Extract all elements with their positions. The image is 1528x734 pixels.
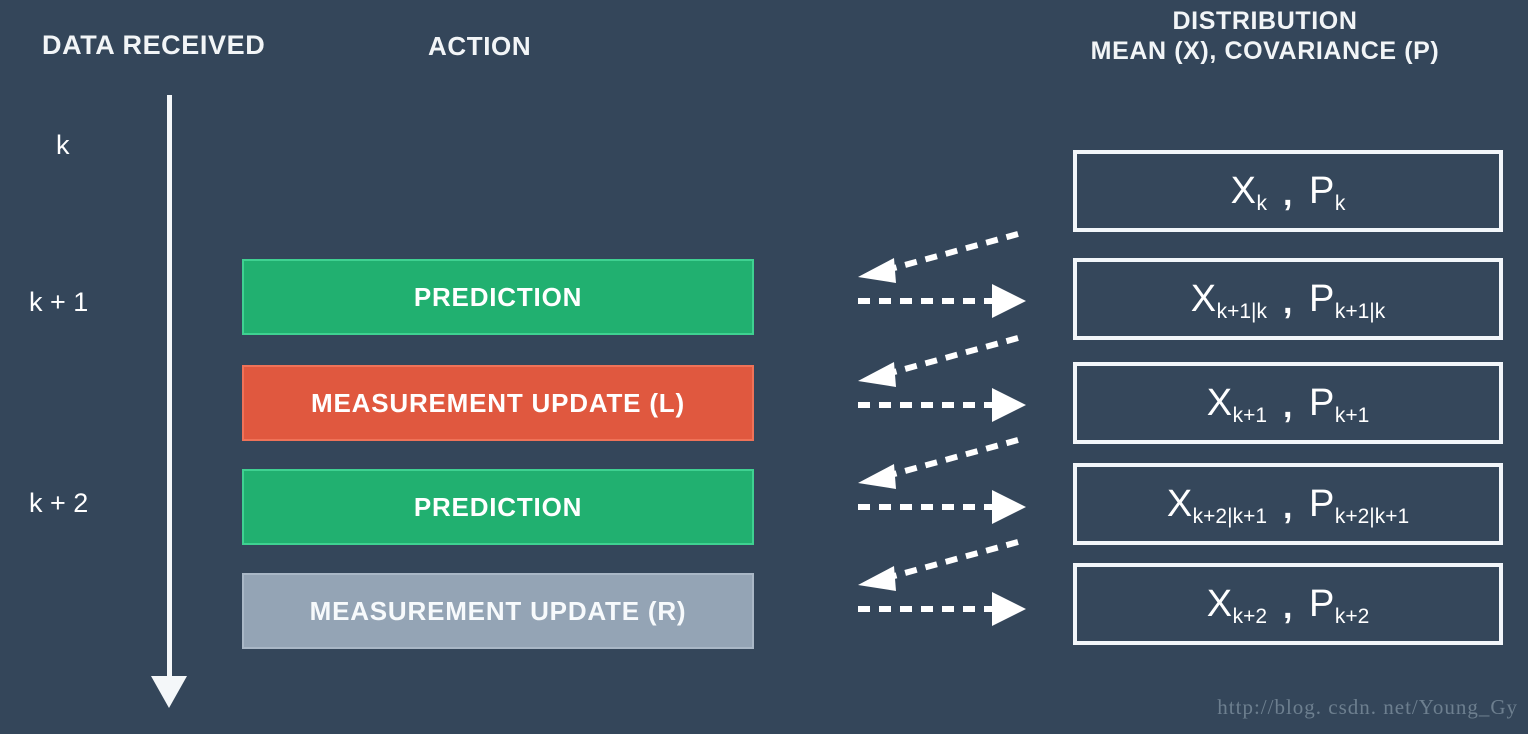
watermark-url: http://blog. csdn. net/Young_Gy bbox=[1217, 695, 1518, 719]
arrow-group-2 bbox=[846, 326, 1036, 426]
distribution-box-k-plus-1: Xk+1 , Pk+1 bbox=[1073, 362, 1503, 444]
dashed-arrows-svg bbox=[858, 231, 1026, 318]
mean-term: Xk bbox=[1230, 169, 1268, 215]
dashed-arrow-left-icon bbox=[858, 539, 1019, 591]
distribution-box-k-plus-2-given-k-plus-1: Xk+2|k+1 , Pk+2|k+1 bbox=[1073, 463, 1503, 545]
mean-term: Xk+2|k+1 bbox=[1166, 482, 1268, 528]
dashed-arrow-left-icon bbox=[858, 335, 1019, 387]
arrow-group-1 bbox=[846, 222, 1036, 322]
timeline-tick-k-plus-2: k + 2 bbox=[29, 488, 89, 518]
action-label: PREDICTION bbox=[413, 281, 583, 312]
covariance-term: Pk bbox=[1308, 169, 1346, 215]
distribution-formula: Xk , Pk bbox=[1230, 169, 1346, 215]
dashed-arrow-right-icon bbox=[858, 388, 1026, 422]
formula-comma: , bbox=[1283, 386, 1293, 425]
timeline-axis-line bbox=[167, 95, 172, 680]
dashed-arrow-right-icon bbox=[858, 284, 1026, 318]
dashed-arrow-right-icon bbox=[858, 490, 1026, 524]
mean-term: Xk+2 bbox=[1206, 582, 1268, 628]
covariance-term: Pk+2 bbox=[1308, 582, 1370, 628]
distribution-box-k-plus-2: Xk+2 , Pk+2 bbox=[1073, 563, 1503, 645]
covariance-term: Pk+1 bbox=[1308, 381, 1370, 427]
covariance-term: Pk+2|k+1 bbox=[1308, 482, 1410, 528]
covariance-term: Pk+1|k bbox=[1308, 277, 1386, 323]
column-header-data-received: DATA RECEIVED bbox=[42, 30, 266, 60]
timeline-down-arrow-icon bbox=[151, 676, 187, 708]
action-label: PREDICTION bbox=[413, 491, 583, 522]
distribution-title-line-1: DISTRIBUTION bbox=[1172, 7, 1358, 35]
arrow-group-3 bbox=[846, 428, 1036, 528]
dashed-arrow-right-icon bbox=[858, 592, 1026, 626]
distribution-box-k-plus-1-given-k: Xk+1|k , Pk+1|k bbox=[1073, 258, 1503, 340]
arrow-group-4 bbox=[846, 530, 1036, 630]
distribution-formula: Xk+1 , Pk+1 bbox=[1206, 381, 1370, 427]
action-label: MEASUREMENT UPDATE (R) bbox=[309, 595, 687, 626]
action-box-measurement-update-radar[interactable]: MEASUREMENT UPDATE (R) bbox=[242, 573, 754, 649]
dashed-arrows-svg bbox=[858, 539, 1026, 626]
mean-term: Xk+1|k bbox=[1190, 277, 1268, 323]
action-box-measurement-update-lidar[interactable]: MEASUREMENT UPDATE (L) bbox=[242, 365, 754, 441]
timeline-tick-k-plus-1: k + 1 bbox=[29, 287, 89, 317]
formula-comma: , bbox=[1283, 282, 1293, 321]
action-label: MEASUREMENT UPDATE (L) bbox=[311, 387, 685, 418]
timeline-tick-k: k bbox=[56, 130, 70, 160]
action-box-prediction-2[interactable]: PREDICTION bbox=[242, 469, 754, 545]
dashed-arrow-left-icon bbox=[858, 437, 1019, 489]
distribution-title-line-2: MEAN (X), COVARIANCE (P) bbox=[1090, 37, 1440, 65]
dashed-arrows-svg bbox=[858, 335, 1026, 422]
formula-comma: , bbox=[1283, 174, 1293, 213]
column-header-action: ACTION bbox=[428, 31, 532, 61]
distribution-box-k: Xk , Pk bbox=[1073, 150, 1503, 232]
column-header-distribution: DISTRIBUTION MEAN (X), COVARIANCE (P) bbox=[1030, 6, 1500, 66]
formula-comma: , bbox=[1283, 487, 1293, 526]
distribution-formula: Xk+1|k , Pk+1|k bbox=[1190, 277, 1386, 323]
mean-term: Xk+1 bbox=[1206, 381, 1268, 427]
formula-comma: , bbox=[1283, 587, 1293, 626]
action-box-prediction-1[interactable]: PREDICTION bbox=[242, 259, 754, 335]
dashed-arrow-left-icon bbox=[858, 231, 1019, 283]
distribution-formula: Xk+2 , Pk+2 bbox=[1206, 582, 1370, 628]
dashed-arrows-svg bbox=[858, 437, 1026, 524]
distribution-formula: Xk+2|k+1 , Pk+2|k+1 bbox=[1166, 482, 1410, 528]
